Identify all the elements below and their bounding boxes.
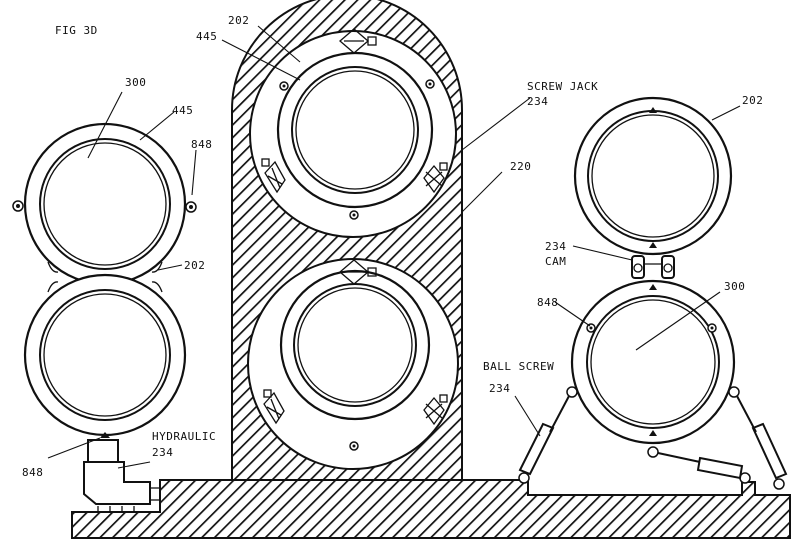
screw-jack-upper-right [423,162,448,194]
ball-screw-bottom [647,446,751,484]
leader-lines [47,25,741,469]
label-445-top: 445 [196,30,217,43]
label-cam: CAM [545,255,566,268]
label-202-right: 202 [742,94,763,107]
label-screw-jack: SCREW JACK [527,80,598,93]
label-234-cam: 234 [545,240,566,253]
label-445-left: 445 [172,104,193,117]
label-220: 220 [510,160,531,173]
label-848-right: 848 [537,296,558,309]
label-hydraulic: HYDRAULIC [152,430,216,443]
right-upper-ring [573,96,733,256]
figure-title: FIG 3D [55,24,98,37]
ball-screw-right [728,386,788,490]
label-234-ball: 234 [489,382,510,395]
label-234-hydraulic: 234 [152,446,173,459]
figure-labels: FIG 3D 202 445 300 445 848 202 848 HYDRA… [22,14,763,479]
label-202-left: 202 [184,259,205,272]
screw-jack-lower-right [423,394,448,426]
center-lower-ring [279,269,431,451]
cam-linkage [631,255,675,279]
left-ring-pair [12,122,197,438]
screw-jack-lower-top [339,259,377,285]
center-upper-ring [276,51,435,220]
label-848-left-top: 848 [191,138,212,151]
label-234-screw: 234 [527,95,548,108]
ball-screw-left [518,386,578,484]
hydraulic-jack [83,439,161,512]
screw-jack-upper-top [339,28,377,54]
screw-jack-upper-left [261,158,286,194]
label-202-top: 202 [228,14,249,27]
right-lower-ring [570,279,736,445]
screw-jack-lower-left [263,389,285,425]
label-848-left-bottom: 848 [22,466,43,479]
label-300-right: 300 [724,280,745,293]
label-ball-screw: BALL SCREW [483,360,554,373]
label-300-left: 300 [125,76,146,89]
